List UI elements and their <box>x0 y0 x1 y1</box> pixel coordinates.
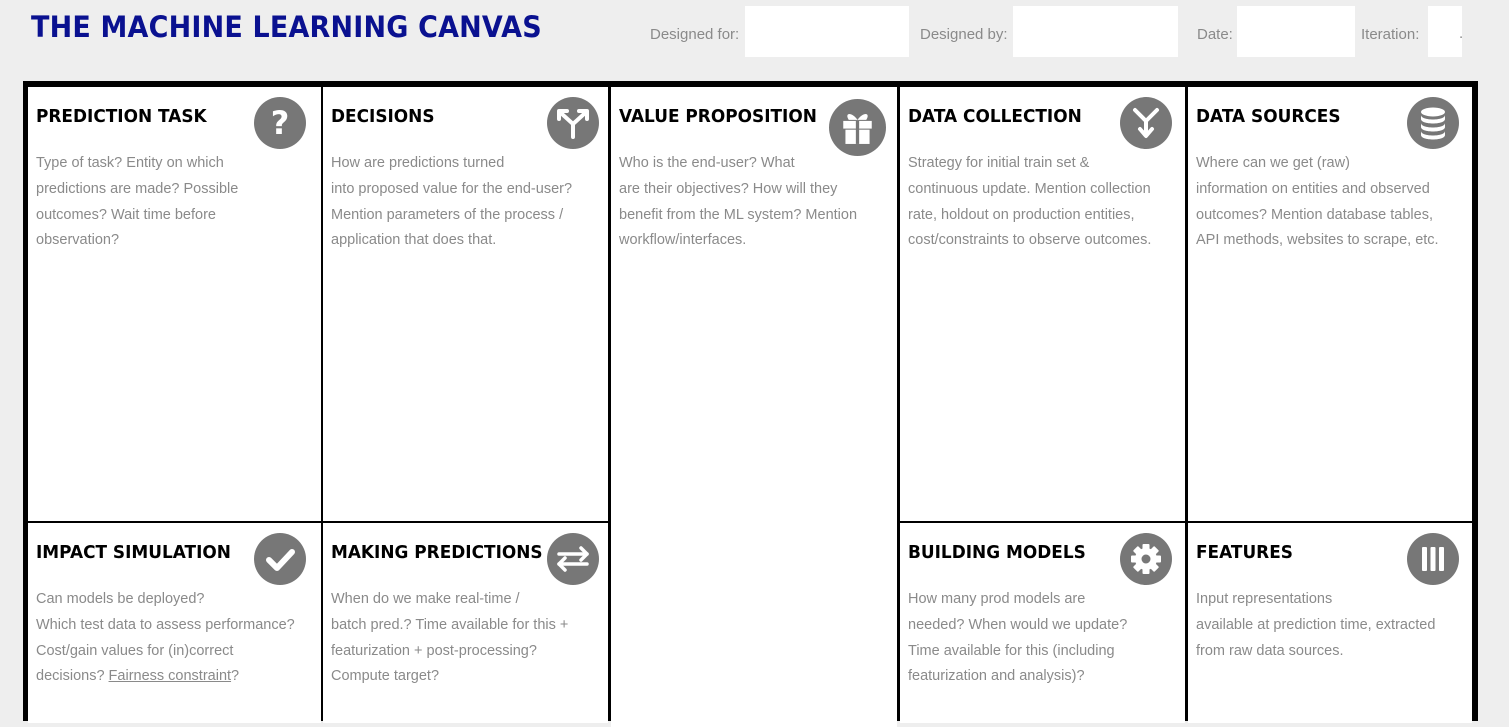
making-predictions-cell[interactable]: MAKING PREDICTIONS When do we make real-… <box>323 523 608 723</box>
iteration-suffix: . <box>1459 25 1464 42</box>
gift-icon <box>829 99 886 156</box>
impact-simulation-title: IMPACT SIMULATION <box>36 542 231 563</box>
decisions-description: How are predictions turned into proposed… <box>331 155 573 249</box>
designed-for-label: Designed for: <box>650 26 740 43</box>
data-sources-cell[interactable]: DATA SOURCES Where can we get (raw) info… <box>1188 87 1472 521</box>
exchange-arrows-icon <box>547 533 599 585</box>
features-cell[interactable]: FEATURES Input representations available… <box>1188 523 1472 723</box>
prediction-task-cell[interactable]: PREDICTION TASK Type of task? Entity on … <box>28 87 321 521</box>
fairness-constraint-link[interactable]: Fairness constraint <box>108 668 232 685</box>
prediction-task-title: PREDICTION TASK <box>36 106 207 127</box>
data-collection-cell[interactable]: DATA COLLECTION Strategy for initial tra… <box>900 87 1185 521</box>
data-collection-title: DATA COLLECTION <box>908 106 1082 127</box>
canvas-title: THE MACHINE LEARNING CANVAS <box>31 10 542 44</box>
value-proposition-title: VALUE PROPOSITION <box>619 106 817 127</box>
data-sources-description: Where can we get (raw) information on en… <box>1196 155 1439 249</box>
features-title: FEATURES <box>1196 542 1293 563</box>
data-collection-description: Strategy for initial train set & continu… <box>908 155 1152 249</box>
decisions-title: DECISIONS <box>331 106 435 127</box>
checkmark-icon <box>254 533 306 585</box>
decisions-cell[interactable]: DECISIONS How are predictions turned int… <box>323 87 608 521</box>
data-sources-title: DATA SOURCES <box>1196 106 1341 127</box>
merge-arrows-icon <box>1120 97 1172 149</box>
designed-by-label: Designed by: <box>920 26 1008 43</box>
columns-icon <box>1407 533 1459 585</box>
making-predictions-title: MAKING PREDICTIONS <box>331 542 543 563</box>
iteration-label: Iteration: <box>1361 26 1420 43</box>
impact-simulation-cell[interactable]: IMPACT SIMULATION Can models be deployed… <box>28 523 321 723</box>
building-models-description: How many prod models are needed? When wo… <box>908 591 1128 685</box>
iteration-field[interactable] <box>1428 6 1462 57</box>
question-mark-icon: ? <box>254 97 306 149</box>
impact-simulation-description: Can models be deployed? Which test data … <box>36 591 295 685</box>
value-proposition-cell[interactable]: VALUE PROPOSITION Who is the end-user? W… <box>611 87 897 727</box>
date-field[interactable] <box>1237 6 1355 57</box>
building-models-cell[interactable]: BUILDING MODELS How many prod models are… <box>900 523 1185 723</box>
features-description: Input representations available at predi… <box>1196 591 1436 659</box>
prediction-task-description: Type of task? Entity on which prediction… <box>36 155 239 249</box>
canvas-grid: PREDICTION TASK Type of task? Entity on … <box>23 81 1478 727</box>
database-icon <box>1407 97 1459 149</box>
date-label: Date: <box>1197 26 1233 43</box>
value-proposition-description: Who is the end-user? What are their obje… <box>619 155 858 249</box>
split-arrows-icon <box>547 97 599 149</box>
designed-for-field[interactable] <box>745 6 909 57</box>
designed-by-field[interactable] <box>1013 6 1178 57</box>
building-models-title: BUILDING MODELS <box>908 542 1086 563</box>
svg-text:?: ? <box>271 104 290 142</box>
making-predictions-description: When do we make real-time / batch pred.?… <box>331 591 569 685</box>
gear-icon <box>1120 533 1172 585</box>
